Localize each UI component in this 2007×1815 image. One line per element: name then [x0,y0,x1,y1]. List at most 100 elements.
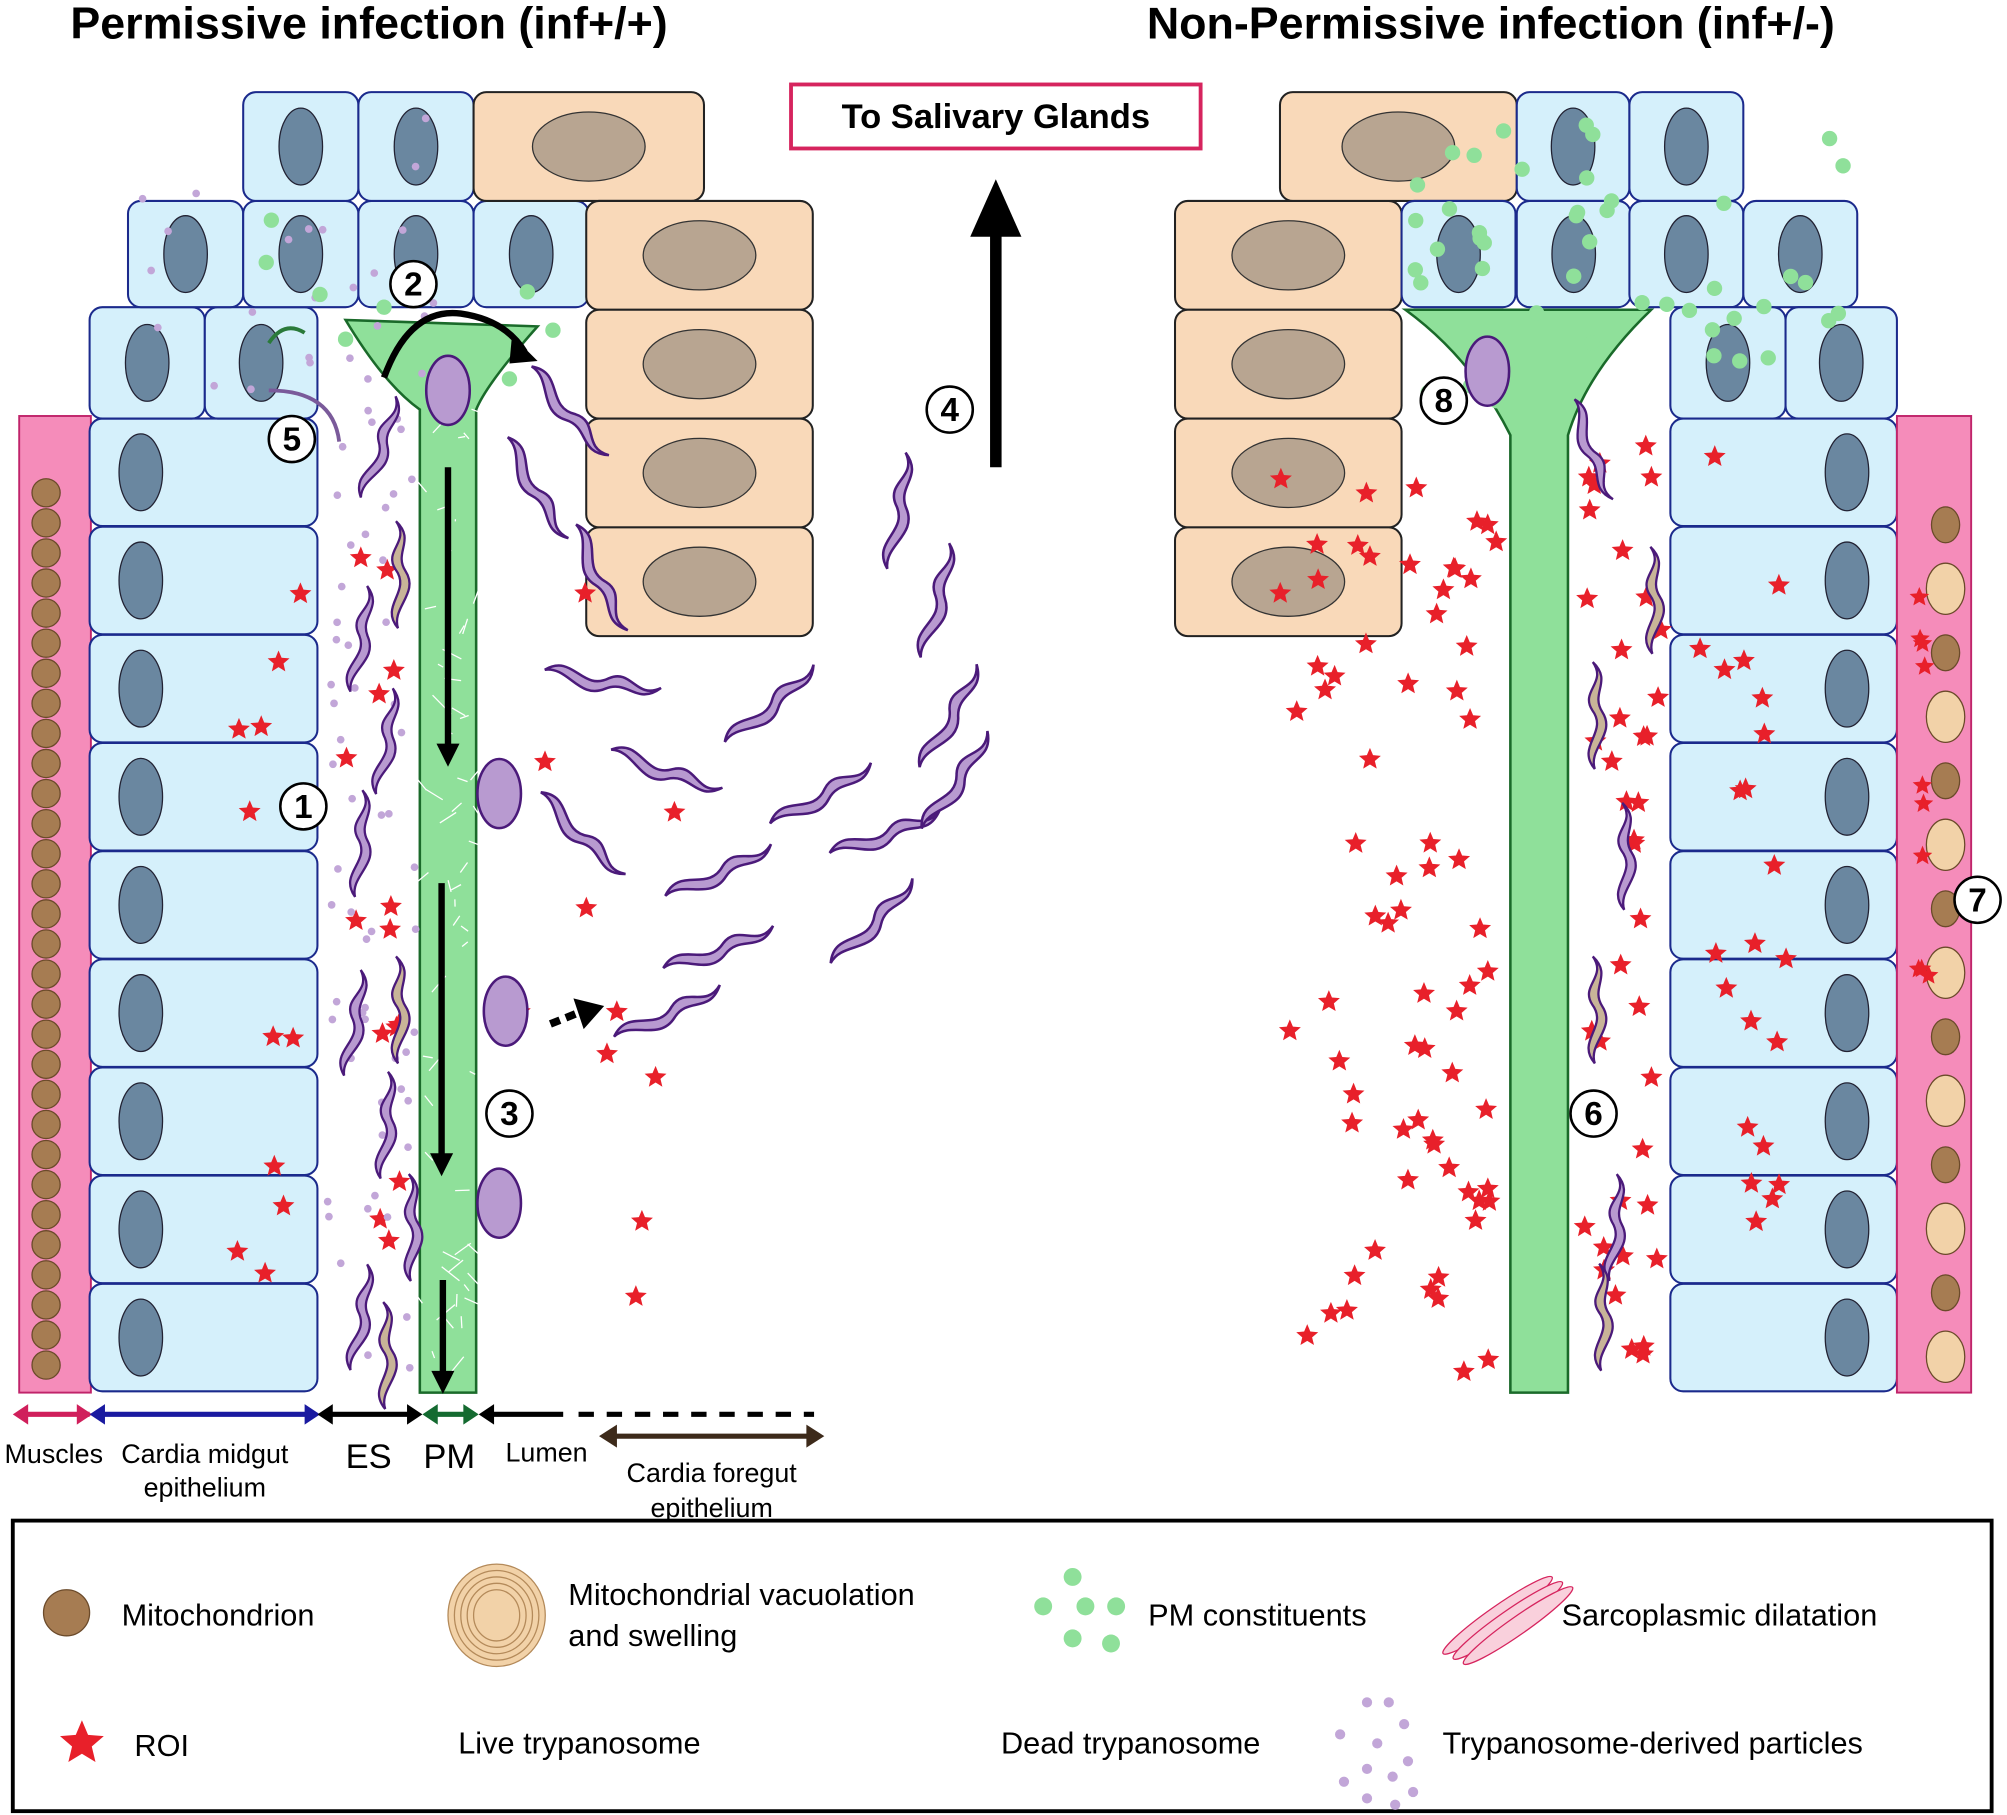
roi-star-icon [1413,981,1435,1003]
trypanosome-particle [361,1015,369,1024]
roi-star-icon [1715,976,1738,998]
roi-star-icon [1335,1299,1358,1320]
trypanosome-body [1603,1173,1626,1282]
arrowhead-icon [430,1153,454,1177]
roi-star-icon [1576,587,1599,609]
roi-star-icon [1427,1265,1450,1287]
roi-star-icon [575,896,598,918]
roi-star-icon [1346,534,1369,555]
pm-fiber [460,1316,463,1329]
label-midgut-1: Cardia midgut [121,1439,289,1469]
roi-star-icon [1296,1324,1319,1345]
roi-star-icon [1343,1264,1366,1286]
roi-star-icon [624,1285,647,1306]
trypanosome-body [662,925,775,970]
live-trypanosome-icon [357,395,401,498]
mitochondrion-icon [31,1199,61,1230]
dead-trypanosome-icon [1587,661,1608,770]
mitochondrion-icon [31,1139,61,1170]
label-es: ES [346,1438,392,1476]
trypanosome-particle [361,530,370,539]
trypanosome-body [345,585,374,693]
roi-star-icon [1354,632,1377,654]
peritrophic-matrix-layer [343,308,1655,1394]
trypanosome-particle [402,1313,411,1321]
nucleus [1824,1082,1870,1161]
trypanosome-particle [363,1204,372,1213]
roi-star-icon [1752,1134,1775,1156]
step-circle [1953,875,2002,925]
trypanosome-particle [367,927,376,936]
trypanosome-particle [408,475,416,484]
nucleus [238,323,284,402]
nucleus [1824,1298,1870,1377]
legend-vacuolation-2: and swelling [568,1618,737,1653]
live-trypanosome-icon [506,436,569,540]
live-trypanosome-icon [917,663,980,768]
roi-star-icon [377,1229,400,1251]
roi-star-icon [1385,864,1408,886]
region-axis [12,1404,825,1448]
roi-star-icon [379,917,402,939]
nucleus [1663,107,1709,186]
nucleus [1824,649,1870,728]
pm-constituent [1583,335,1600,351]
nucleus [1663,215,1709,294]
live-trypanosome-icon [881,451,914,570]
roi-star-icon [644,1065,667,1087]
pm-fiber [442,1251,461,1261]
pm-constituent [1579,170,1595,186]
roi-star-icon [1740,1009,1763,1031]
mitochondrion-icon [31,568,61,598]
cell-layer [18,91,1973,1394]
trypanosome-particle [332,997,341,1006]
trypanosome-body [881,451,914,570]
trypanosome-particle [336,1259,345,1268]
roi-star-icon [1425,602,1448,624]
pm-fiber [467,1243,487,1262]
trypanosome-body [768,762,873,825]
trypanosome-particle [398,226,407,234]
arrowhead-icon [509,335,538,364]
roi-star-icon [1753,722,1776,744]
mitochondrion-icon [31,748,61,779]
live-trypanosome-icon [544,664,662,696]
pm-constituent [1681,302,1698,319]
trypanosome-body [612,984,721,1038]
live-trypanosome-icon [374,1071,398,1180]
nucleus [393,107,439,186]
trypanosome-particle [337,582,346,591]
nucleus [1231,328,1346,400]
roi-star-icon [1689,637,1712,659]
trypanosome-particle [329,760,337,769]
trypanosome-particle [402,1048,410,1056]
live-trypanosome-icon [530,365,610,457]
pm-constituent [501,371,518,387]
roi-star-icon [1432,578,1455,600]
roi-star-icon [1740,1171,1763,1193]
trypanosome-particle [429,299,438,307]
trypanosome-particle [327,901,336,909]
roi-star-icon [335,746,358,768]
step-number-8: 8 [1435,383,1454,420]
trypanosome-body [390,520,411,629]
mitochondrion-icon [31,628,61,658]
roi-star-icon [1399,553,1421,575]
roi-star-icon [1611,539,1634,560]
pm-constituent [1704,322,1721,338]
mitochondrion-icon [31,718,61,749]
trypanosome-particle [397,728,406,737]
pm-fiber [452,915,461,926]
trypanosome-particle [138,194,147,203]
roi-star-icon [1444,557,1467,579]
roi-star-icon [1636,724,1659,746]
pm-fiber [459,862,469,873]
trypanosome-particle [379,556,387,564]
roi-star-icon [1763,853,1786,875]
pm-constituent [376,299,392,315]
trypanosome-body [377,1301,398,1410]
nucleus [163,215,208,294]
pm-constituent [1528,305,1545,321]
trypanosome-body [723,664,815,743]
nucleus [118,541,164,620]
